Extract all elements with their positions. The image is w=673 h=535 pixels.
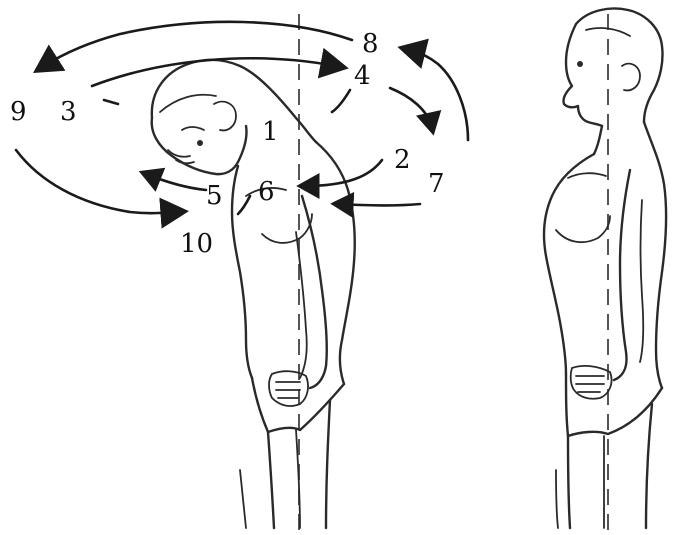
right-torso-back [644, 122, 666, 388]
right-leg-back [646, 404, 652, 528]
right-ear [622, 64, 640, 91]
left-leg-front [268, 432, 274, 528]
arrow-7-to-back [338, 204, 420, 206]
arrow-2-to-6 [304, 160, 382, 186]
left-knee-line [240, 470, 246, 528]
right-hand [571, 366, 612, 399]
step-label-4: 4 [354, 61, 371, 91]
arrow-4-to-2 [390, 88, 432, 128]
step-label-3: 3 [60, 97, 77, 127]
left-chest [262, 214, 312, 243]
step-label-2: 2 [394, 145, 411, 175]
motion-arrows [16, 22, 468, 214]
right-eye [577, 61, 583, 67]
step-label-6: 6 [258, 177, 275, 207]
step-label-1: 1 [262, 117, 279, 147]
right-knee-line [556, 470, 558, 528]
step-label-7: 7 [428, 169, 445, 199]
right-head [563, 9, 662, 126]
arrow-1-tick [332, 90, 350, 112]
arrow-6-tick [238, 196, 250, 214]
arrow-8-to-9 [44, 22, 352, 66]
right-neck [594, 126, 602, 154]
step-label-8: 8 [362, 29, 379, 59]
left-brow [182, 127, 204, 130]
left-leg-back [326, 400, 330, 528]
right-torso-front [544, 154, 594, 374]
step-label-9: 9 [10, 97, 27, 127]
right-collar [568, 173, 606, 178]
arrow-9-to-10 [16, 150, 176, 213]
step-labels: 1 2 3 4 5 6 7 8 9 10 [10, 29, 445, 259]
left-head [152, 60, 316, 174]
right-arm-inner [640, 200, 643, 362]
arrow-7-to-8 [410, 50, 468, 140]
left-arm-inner [296, 232, 307, 378]
left-torso-back [316, 142, 355, 384]
upright-figure [544, 9, 666, 530]
left-hair [160, 95, 216, 112]
left-ear [214, 102, 236, 131]
flexed-figure [152, 14, 355, 530]
right-leg-front [568, 436, 570, 528]
arrow-5-left [146, 174, 206, 190]
step-label-5: 5 [206, 181, 223, 211]
step-label-10: 10 [180, 229, 213, 259]
left-hand [269, 371, 308, 406]
right-chest [556, 216, 610, 242]
left-eye [197, 140, 203, 146]
right-arm [614, 170, 630, 380]
arrow-3-tick [104, 100, 118, 104]
